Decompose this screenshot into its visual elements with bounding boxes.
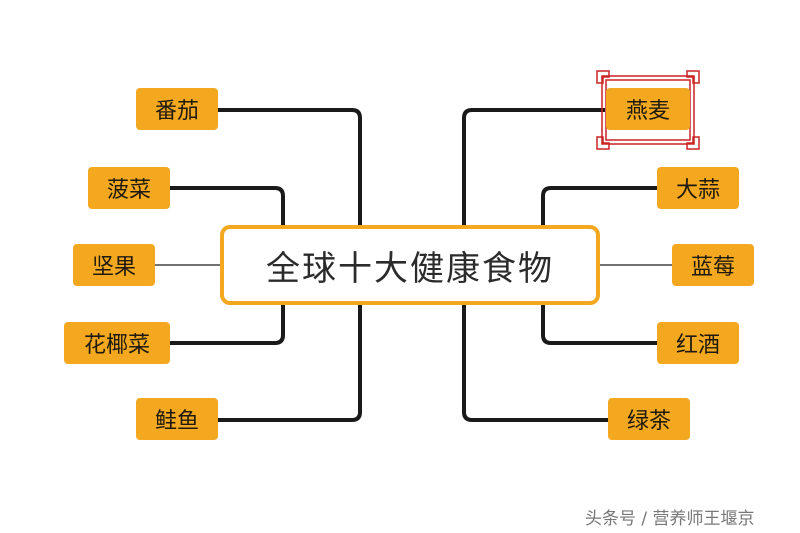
node-label: 蓝莓 xyxy=(690,255,735,280)
center-title-box: 全球十大健康食物 xyxy=(220,225,600,305)
node-blueberry: 蓝莓 xyxy=(672,244,754,286)
node-label: 大蒜 xyxy=(675,178,720,203)
node-label: 鲑鱼 xyxy=(154,409,199,434)
node-spinach: 菠菜 xyxy=(88,167,170,209)
node-label: 坚果 xyxy=(91,255,136,280)
node-tomato: 番茄 xyxy=(136,88,218,130)
node-label: 花椰菜 xyxy=(83,333,150,358)
node-green-tea: 绿茶 xyxy=(608,398,690,440)
node-label: 燕麦 xyxy=(625,99,670,124)
node-salmon: 鲑鱼 xyxy=(136,398,218,440)
node-garlic: 大蒜 xyxy=(657,167,739,209)
decorative-frame-icon xyxy=(596,70,700,150)
center-title: 全球十大健康食物 xyxy=(266,248,554,289)
node-oats: 燕麦 xyxy=(606,88,690,130)
node-broccoli: 花椰菜 xyxy=(64,322,170,364)
node-nuts: 坚果 xyxy=(73,244,155,286)
node-label: 绿茶 xyxy=(626,409,671,434)
node-label: 番茄 xyxy=(154,99,199,124)
node-label: 红酒 xyxy=(675,333,720,358)
node-label: 菠菜 xyxy=(106,178,151,203)
watermark: 头条号 / 营养师王堰京 xyxy=(585,509,755,529)
node-red-wine: 红酒 xyxy=(657,322,739,364)
